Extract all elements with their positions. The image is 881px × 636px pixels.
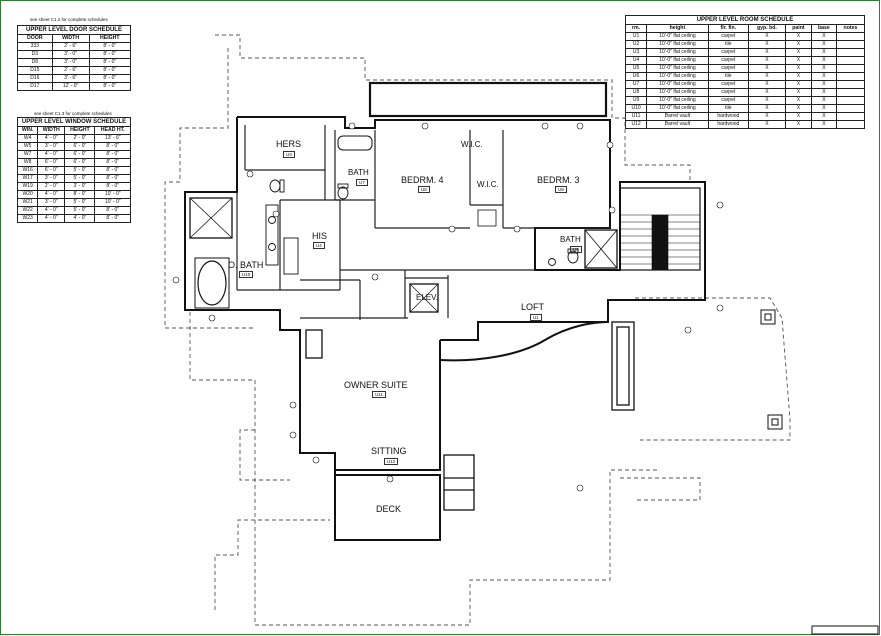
room-label-his: HIS [312,231,328,241]
bathtub [197,260,227,306]
elevator-shaft [409,283,439,313]
room-tag-hers: U3 [283,151,295,158]
room-schedule-cell [835,120,866,129]
upper-bathtub [337,135,373,151]
door-schedule-cell: 8' - 0" [88,82,132,91]
loft-curved-wall [439,321,609,362]
window-schedule-title: UPPER LEVEL WINDOW SCHEDULE [17,117,131,126]
door-schedule-title: UPPER LEVEL DOOR SCHEDULE [17,25,131,34]
upper-roof-box [368,81,608,118]
room-tag-bath: U7 [356,179,368,186]
room-tag-sitting: U12 [384,458,399,465]
room-tag-bedrm-4: U8 [418,186,430,193]
window-schedule-note: see sheet C1.3 for complete schedules [34,111,112,116]
room-label-wic-2: W.I.C. [477,180,499,189]
room-label-sitting: SITTING [371,446,407,456]
door-schedule-note: see sheet C1.2 for complete schedules [30,17,108,22]
room-tag-bath-2: U6 [570,246,582,253]
toilets [269,179,579,264]
room-label-bedrm-3: BEDRM. 3 [537,175,580,185]
roof-overhang-dashed-lines [164,34,791,626]
window-schedule-cell: W23 [16,214,39,223]
deck-windows [305,321,635,511]
vanity-sinks [265,204,556,275]
room-label-loft: LOFT [521,302,545,312]
room-tag-o-bath: U10 [239,271,254,278]
room-label-wic: W.I.C. [461,140,483,149]
room-schedule-title: UPPER LEVEL ROOM SCHEDULE [625,15,865,24]
room-label-bath: BATH [348,168,369,177]
room-tag-bedrm-3: U9 [555,186,567,193]
title-block-fragment [811,625,879,635]
window-schedule-cell: 8' - 0" [94,214,131,223]
shower-stalls [189,197,618,269]
bathtub-surround [194,257,230,309]
room-label-hers: HERS [276,139,302,149]
room-schedule-cell: U12 [624,120,648,129]
room-label-bath-2: BATH [560,235,581,244]
interior-walls [236,125,610,320]
deck-posts [760,309,783,430]
room-schedule-cell: X [747,120,786,129]
deck-outline [334,474,441,541]
staircase [619,187,701,271]
room-label-elev: ELEV. [416,293,438,302]
room-label-o-bath: O. BATH [228,260,264,270]
wic-cabinet [477,209,497,227]
room-label-owner-suite: OWNER SUITE [344,380,408,390]
room-schedule-cell: hardwood [707,120,749,129]
room-tag-his: U4 [313,242,325,249]
exterior-walls [184,116,706,475]
window-tags [172,122,724,492]
window-schedule-cell: 4' - 0" [64,214,96,223]
room-label-bedrm-4: BEDRM. 4 [401,175,444,185]
room-label-deck: DECK [376,504,402,514]
room-tag-loft: U1 [530,314,542,321]
room-tag-owner-suite: U11 [372,391,386,398]
